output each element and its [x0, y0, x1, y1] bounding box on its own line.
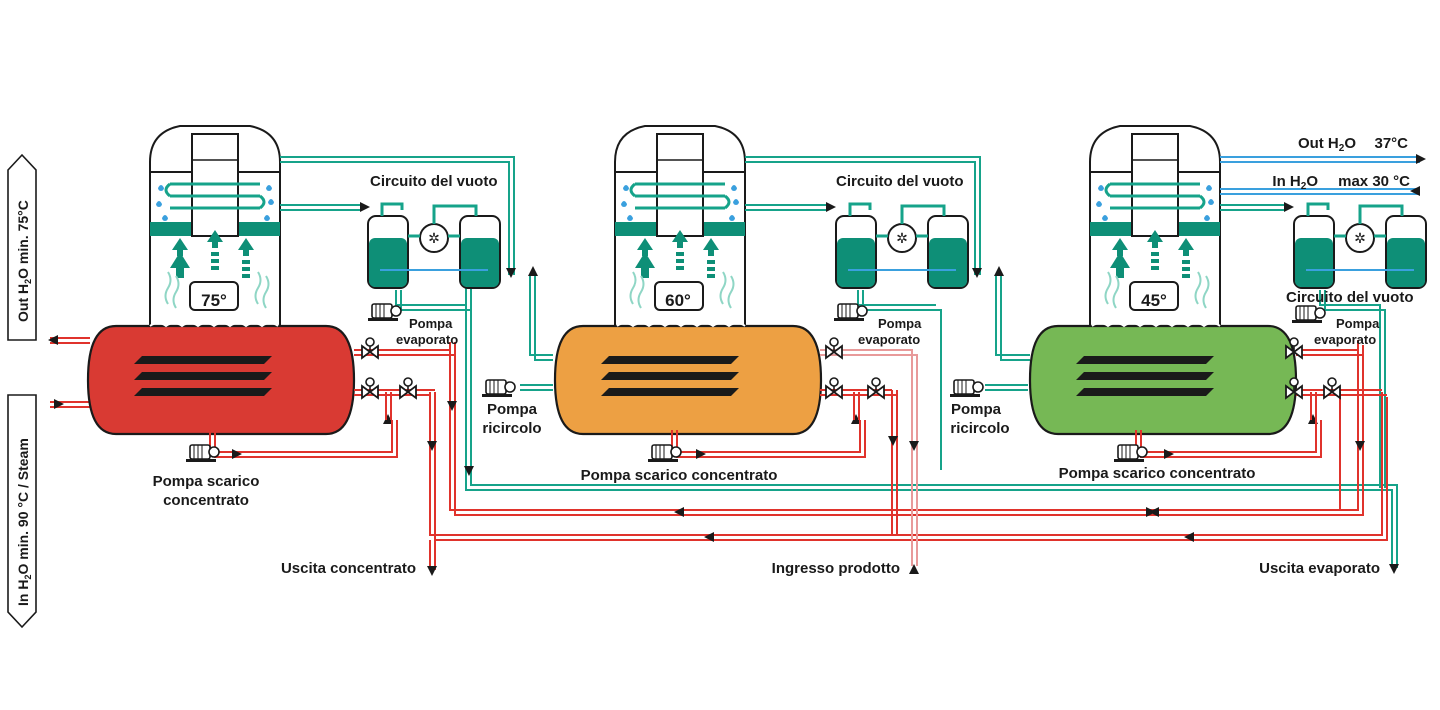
unit-2-pump-evap-label-2: evaporato — [858, 332, 920, 347]
unit-3-pump-evap-label-2: evaporato — [1314, 332, 1376, 347]
svg-text:In H2O min. 90 °C / Steam: In H2O min. 90 °C / Steam — [15, 438, 33, 606]
out-water-label: Out H2O — [1298, 135, 1356, 154]
in-water-value: max 30 °C — [1338, 173, 1410, 190]
unit-2-pump-evap-label: Pompa — [878, 316, 922, 331]
unit-3-pump-evap-label: Pompa — [1336, 316, 1380, 331]
unit-1-pump-discharge-label-2: concentrato — [163, 492, 249, 509]
side-label-in-heating: In H2O min. 90 °C / Steam — [7, 394, 37, 629]
unit-1-vacuum-label: Circuito del vuoto — [370, 173, 498, 190]
evaporator-unit-1: 75° Circuito del vuoto Pompa evaporato P… — [86, 124, 553, 509]
svg-text:Out H2O min. 75°C: Out H2O min. 75°C — [15, 200, 33, 322]
unit-1-pump-evap-label: Pompa — [409, 316, 453, 331]
unit-3-pump-recirc-label: Pompa — [951, 401, 1002, 418]
unit-2-vacuum-label: Circuito del vuoto — [836, 173, 964, 190]
side-label-out-heating: Out H2O min. 75°C — [7, 153, 37, 341]
unit-3-pump-discharge-label: Pompa scarico concentrato — [1059, 465, 1256, 482]
unit-1-pump-discharge-label: Pompa scarico — [153, 473, 260, 490]
ingresso-prodotto-label: Ingresso prodotto — [772, 560, 900, 577]
unit-3-pump-recirc-label-2: ricircolo — [950, 420, 1009, 437]
unit-1-pump-evap-label-2: evaporato — [396, 332, 458, 347]
uscita-concentrato-label: Uscita concentrato — [281, 560, 416, 577]
unit-3-vacuum-label: Circuito del vuoto — [1286, 289, 1414, 306]
heating-lines — [50, 337, 90, 408]
evaporator-unit-2: 60° Circuito del vuoto Pompa evaporato P… — [481, 124, 1030, 484]
pipe-network — [429, 248, 1398, 570]
evaporator-unit-3: 45° Circuito del vuoto Pompa evaporato P… — [949, 124, 1428, 488]
out-water-value: 37°C — [1374, 135, 1408, 152]
uscita-evaporato-label: Uscita evaporato — [1259, 560, 1380, 577]
unit-2-pump-recirc-label: Pompa — [487, 401, 538, 418]
unit-1-temperature: 75° — [201, 291, 227, 310]
in-water-label: In H2O — [1272, 173, 1318, 192]
unit-2-pump-recirc-label-2: ricircolo — [482, 420, 541, 437]
unit-2-pump-discharge-label: Pompa scarico concentrato — [581, 467, 778, 484]
unit-3-temperature: 45° — [1141, 291, 1167, 310]
unit-2-temperature: 60° — [665, 291, 691, 310]
